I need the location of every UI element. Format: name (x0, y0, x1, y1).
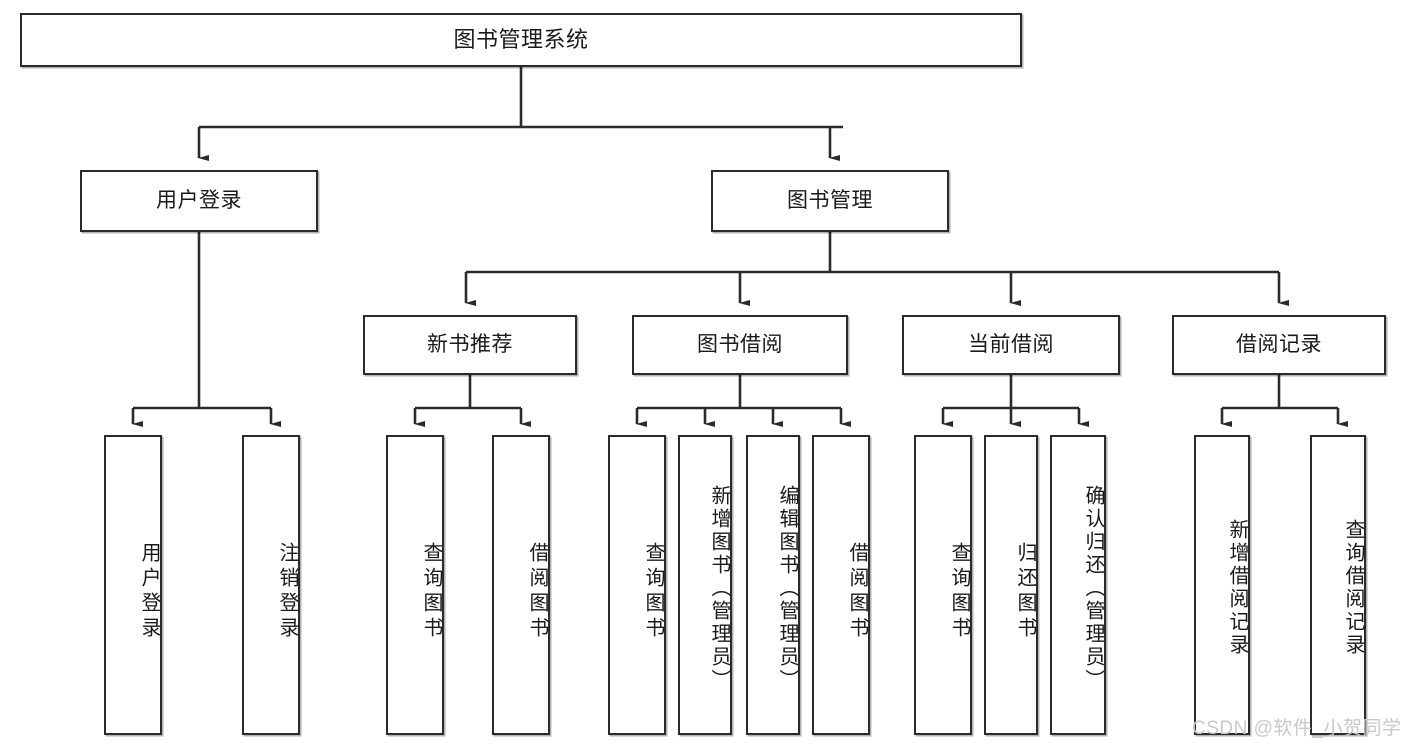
node-label: 编辑图书（管理员） (776, 484, 798, 692)
leaf-record-query-borrow-record[interactable]: 查询借阅记录 (1310, 435, 1366, 735)
node-label: 借阅记录 (1236, 333, 1322, 357)
leaf-current-query-book[interactable]: 查询图书 (914, 435, 972, 735)
node-label: 查询借阅记录 (1342, 519, 1364, 657)
node-root-book-management-system[interactable]: 图书管理系统 (20, 13, 1022, 67)
leaf-user-login-signout[interactable]: 注销登录 (242, 435, 300, 735)
node-label: 借阅图书 (526, 542, 548, 642)
leaf-borrow-edit-book-admin[interactable]: 编辑图书（管理员） (746, 435, 800, 735)
node-book-management[interactable]: 图书管理 (711, 170, 949, 232)
node-label: 图书管理 (787, 189, 873, 213)
leaf-borrow-borrow-book[interactable]: 借阅图书 (812, 435, 870, 735)
leaf-recommend-borrow-book[interactable]: 借阅图书 (492, 435, 550, 735)
leaf-current-return-book[interactable]: 归还图书 (984, 435, 1038, 735)
node-label: 用户登录 (138, 542, 160, 642)
node-label: 新增借阅记录 (1226, 519, 1248, 657)
node-label: 用户登录 (156, 189, 242, 213)
node-label: 新增图书（管理员） (708, 484, 730, 692)
leaf-user-login-signin[interactable]: 用户登录 (104, 435, 162, 735)
leaf-recommend-query-book[interactable]: 查询图书 (386, 435, 444, 735)
node-borrow-record[interactable]: 借阅记录 (1172, 315, 1386, 375)
node-label: 确认归还（管理员） (1082, 484, 1104, 692)
leaf-borrow-query-book[interactable]: 查询图书 (608, 435, 666, 735)
node-label: 查询图书 (642, 542, 664, 642)
leaf-borrow-add-book-admin[interactable]: 新增图书（管理员） (678, 435, 732, 735)
node-label: 当前借阅 (968, 333, 1054, 357)
node-label: 查询图书 (420, 542, 442, 642)
node-label: 注销登录 (276, 542, 298, 642)
node-new-book-recommend[interactable]: 新书推荐 (363, 315, 577, 375)
node-label: 查询图书 (948, 542, 970, 642)
leaf-current-confirm-return-admin[interactable]: 确认归还（管理员） (1050, 435, 1106, 735)
node-book-borrow[interactable]: 图书借阅 (632, 315, 848, 375)
node-current-borrow[interactable]: 当前借阅 (902, 315, 1120, 375)
node-label: 图书借阅 (697, 333, 783, 357)
node-label: 借阅图书 (846, 542, 868, 642)
node-label: 新书推荐 (427, 333, 513, 357)
leaf-record-add-borrow-record[interactable]: 新增借阅记录 (1194, 435, 1250, 735)
node-user-login[interactable]: 用户登录 (80, 170, 318, 232)
node-label: 归还图书 (1014, 542, 1036, 642)
node-label: 图书管理系统 (453, 26, 589, 52)
csdn-watermark: CSDN @软件_小贺同学 (1192, 718, 1402, 739)
